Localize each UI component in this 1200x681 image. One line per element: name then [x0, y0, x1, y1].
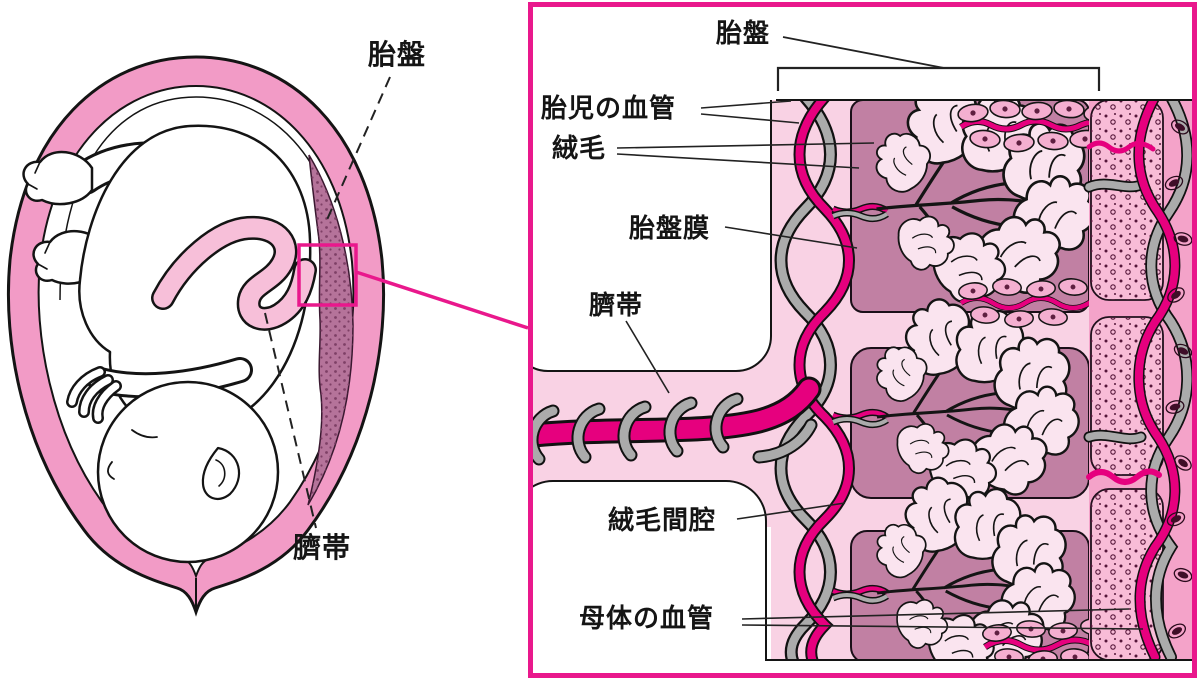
fetus-ear — [201, 446, 240, 501]
fetus-foot-upper — [22, 150, 94, 206]
placenta-pointer-line — [325, 76, 391, 223]
placenta-detail-illustration — [533, 36, 1192, 673]
cord-pointer — [625, 320, 670, 394]
label-umbilical-cord-right: 臍帯 — [589, 290, 644, 320]
fetus-head — [96, 380, 280, 564]
fetus-illustration — [22, 124, 312, 564]
placenta-crescent — [307, 154, 354, 506]
womb-overview-illustration — [6, 55, 528, 617]
label-placental-membrane: 胎盤膜 — [629, 213, 711, 243]
fetal-vessels-pointer-1 — [700, 100, 792, 109]
umbilical-cord — [151, 215, 317, 331]
villi-pointer-2 — [616, 153, 860, 169]
placenta-extent-bracket — [776, 66, 1101, 91]
label-placenta-left: 胎盤 — [368, 39, 427, 70]
cord-spiral-vessel — [533, 392, 818, 466]
red-blood-cells — [1164, 119, 1192, 639]
magnifier-box — [297, 243, 358, 307]
label-intervillous-space: 絨毛間腔 — [608, 505, 717, 535]
label-area-bottom-left — [533, 480, 767, 660]
content-bottom-strip — [533, 660, 1192, 673]
villi-pointer-1 — [616, 142, 875, 149]
maternal-pointer-1 — [741, 608, 1130, 620]
maternal-pointer-2 — [741, 624, 1144, 630]
fetal-vessels-pointer-2 — [700, 113, 800, 124]
placenta-bracket-pointer — [782, 36, 945, 69]
cord-pointer-line — [264, 312, 317, 529]
fetus-face — [107, 429, 158, 480]
decidua-strip — [1083, 100, 1192, 660]
intervillous-pointer — [736, 502, 846, 520]
magnifier-connector-line — [355, 270, 528, 330]
placenta-detail-panel: 胎盤 胎児の血管 絨毛 胎盤膜 臍帯 絨毛間腔 母体の血管 — [528, 2, 1197, 678]
label-fetal-vessels: 胎児の血管 — [541, 93, 677, 123]
label-umbilical-cord-left: 臍帯 — [293, 532, 352, 563]
pointer-lines — [616, 100, 1144, 630]
label-villi: 絨毛 — [552, 133, 607, 163]
umbilical-cord-closeup — [533, 376, 822, 466]
maternal-vessels-art — [1083, 100, 1192, 660]
membrane-pointer — [724, 226, 858, 249]
fetal-vessels-trunk — [774, 100, 855, 660]
label-maternal-vessels: 母体の血管 — [579, 603, 715, 633]
label-placenta-right: 胎盤 — [716, 18, 771, 48]
label-area-top-left — [533, 100, 772, 372]
